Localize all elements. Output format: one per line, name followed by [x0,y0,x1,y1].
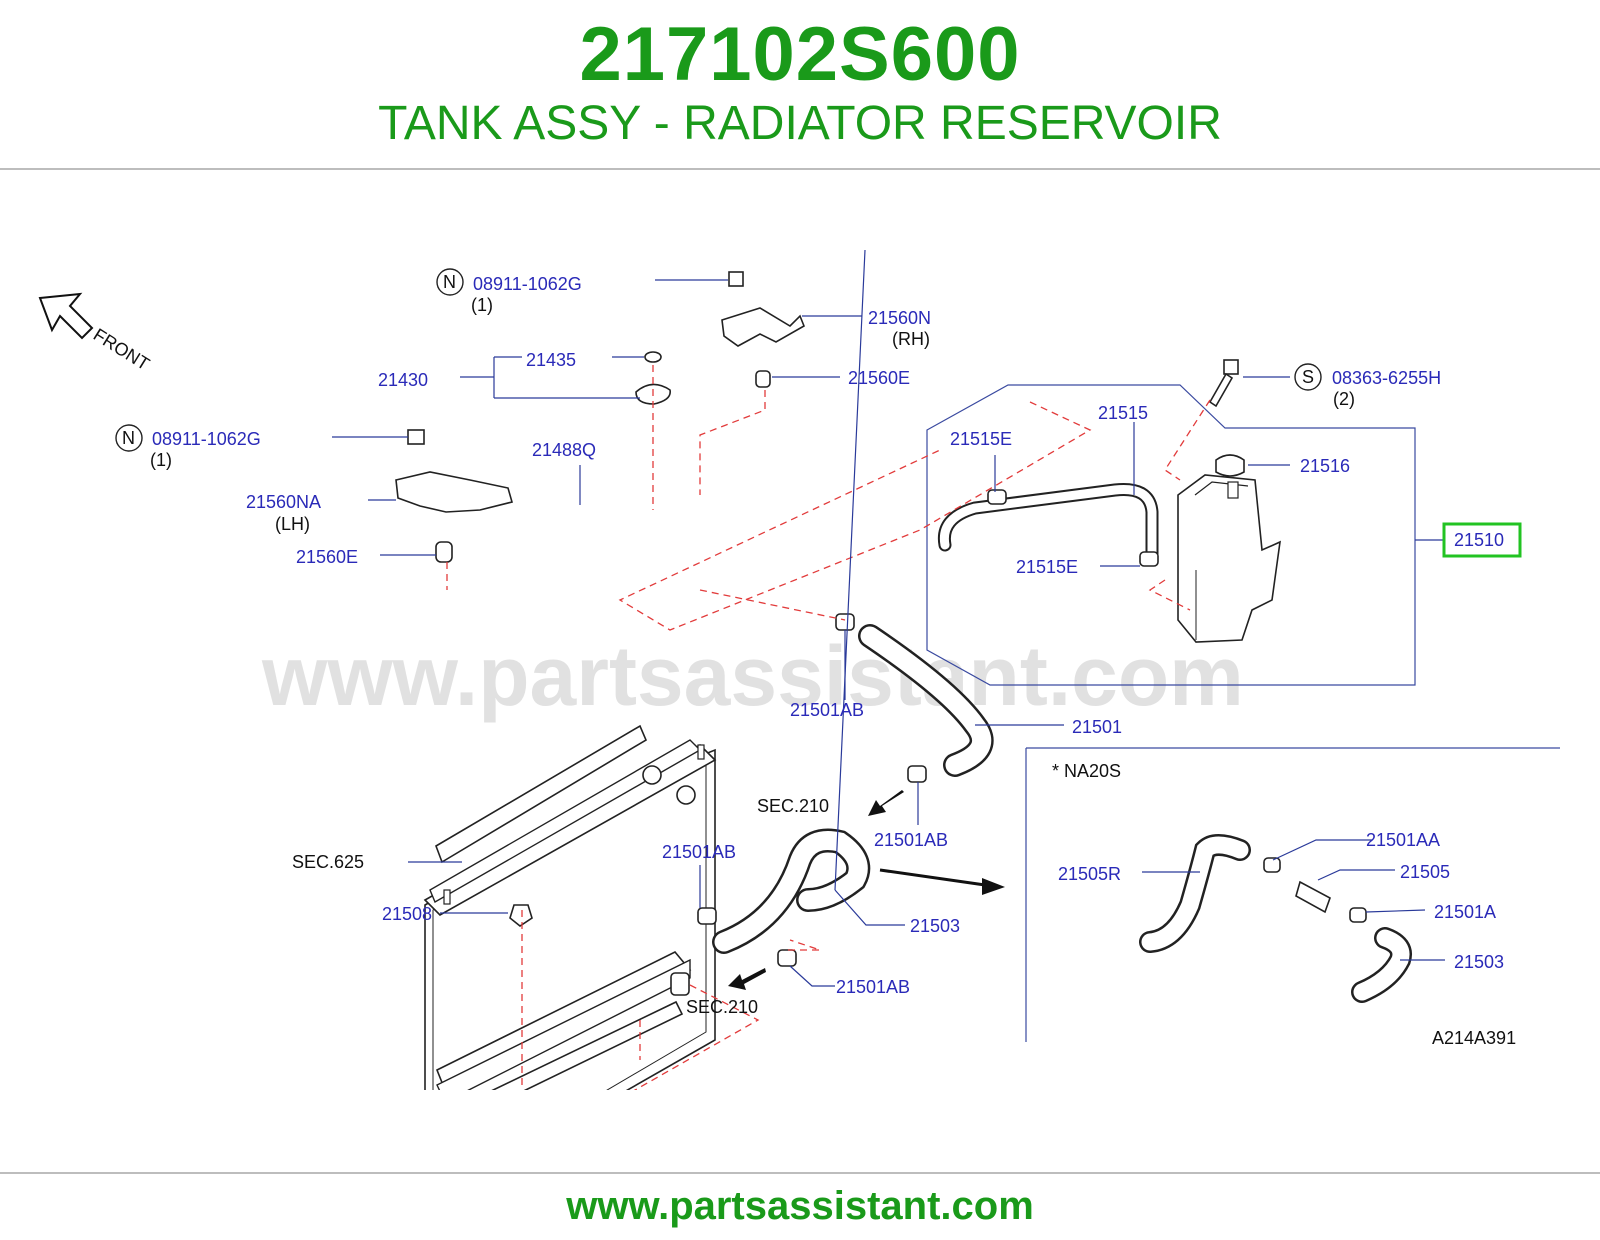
seal-bar-21488q [435,724,648,864]
inset-connector-21505 [1295,880,1331,914]
clamp-21515e-bottom [1139,551,1159,567]
callout-21560na[interactable]: 21560NA [246,492,321,512]
screw-symbol [1294,363,1322,391]
screw-icon [1208,359,1239,408]
callout-21516[interactable]: 21516 [1300,456,1350,476]
radiator-core [423,739,717,1090]
clamp-21501ab-4 [777,949,797,967]
nut-symbol-top [436,268,464,296]
callout-21488q[interactable]: 21488Q [532,440,596,460]
callout-21501a[interactable]: 21501A [1434,902,1496,922]
footer-url[interactable]: www.partsassistant.com [566,1184,1034,1228]
clamp-21501ab-3 [697,907,717,925]
inset-clamp-21501aa [1263,857,1281,873]
callout-rh: (RH) [892,329,930,349]
screw-symbol-letter: S [1302,367,1314,387]
callout-21501ab-1[interactable]: 21501AB [790,700,864,720]
parts-diagram: www.partsassistant.com FRONT [38,250,1560,1090]
reservoir-group-outline [926,384,1416,686]
bottom-divider [0,1172,1600,1174]
callout-sec210-top: SEC.210 [757,796,829,816]
mount-21508 [509,904,533,927]
callout-lh: (LH) [275,514,310,534]
hose-21501 [860,626,992,775]
callout-nut-left-qty: (1) [150,450,172,470]
callout-sec210-bottom: SEC.210 [686,997,758,1017]
callout-21515e-bottom[interactable]: 21515E [1016,557,1078,577]
callout-na20s: * NA20S [1052,761,1121,781]
leader-lines [332,250,1445,987]
part-number-title: 217102S600 [579,12,1021,97]
callout-21503[interactable]: 21503 [910,916,960,936]
callout-21510[interactable]: 21510 [1454,530,1504,550]
lower-bar [491,1000,684,1090]
nut-left [407,429,425,445]
inset-clamp-21501a [1349,907,1367,923]
callout-21501ab-2[interactable]: 21501AB [874,830,948,850]
inset-frame [1025,747,1560,1042]
watermark-text: www.partsassistant.com [261,629,1244,723]
top-divider [0,168,1600,170]
callout-nut-left[interactable]: 08911-1062G [152,429,261,449]
callout-21560e-top[interactable]: 21560E [848,368,910,388]
front-arrow-icon [38,292,94,340]
front-label: FRONT [90,324,153,374]
nut-symbol-left [115,424,143,452]
arrow-to-inset-icon [879,868,1005,895]
inset-hose-21505r [1141,836,1249,951]
bushing-left-21560e [435,541,453,563]
bracket-lh-21560na [395,471,513,513]
callout-nut-top[interactable]: 08911-1062G [473,274,582,294]
bracket-rh-21560n [721,307,806,347]
part-name-subtitle: TANK ASSY - RADIATOR RESERVOIR [378,97,1222,150]
clamp-21501ab-1 [835,613,855,631]
clamp-21515e-top [987,489,1007,505]
reservoir-tank-21510 [1177,474,1281,643]
cap-gasket-21435 [644,351,662,363]
nut-symbol-left-letter: N [122,428,135,448]
hose-21503 [714,831,868,952]
callout-21501[interactable]: 21501 [1072,717,1122,737]
callout-21508[interactable]: 21508 [382,904,432,924]
bushing-top-21560e [755,370,771,388]
callout-21560e-left[interactable]: 21560E [296,547,358,567]
callout-21501ab-4[interactable]: 21501AB [836,977,910,997]
nut-top [728,271,744,287]
callout-21435[interactable]: 21435 [526,350,576,370]
callout-21505r[interactable]: 21505R [1058,864,1121,884]
callout-21501ab-3[interactable]: 21501AB [662,842,736,862]
callout-21501aa[interactable]: 21501AA [1366,830,1440,850]
callout-21503-inset[interactable]: 21503 [1454,952,1504,972]
callout-21515[interactable]: 21515 [1098,403,1148,423]
callout-nut-top-qty: (1) [471,295,493,315]
guide-lines [446,365,1211,1090]
clamp-21501ab-2 [907,765,927,783]
arrow-sec210-top-icon [868,790,904,816]
arrow-sec210-bottom-icon [728,968,766,990]
nut-symbol-top-letter: N [443,272,456,292]
highlight-box-21510 [1442,522,1522,558]
callout-screw[interactable]: 08363-6255H [1332,368,1441,388]
callout-sec625: SEC.625 [292,852,364,872]
reservoir-cap-21516 [1215,454,1245,477]
callout-21430[interactable]: 21430 [378,370,428,390]
callout-21515e-top[interactable]: 21515E [950,429,1012,449]
callout-21505[interactable]: 21505 [1400,862,1450,882]
callout-21560n[interactable]: 21560N [868,308,931,328]
callout-screw-qty: (2) [1333,389,1355,409]
diagram-ref-code: A214A391 [1432,1028,1516,1048]
hose-21515 [939,484,1157,565]
